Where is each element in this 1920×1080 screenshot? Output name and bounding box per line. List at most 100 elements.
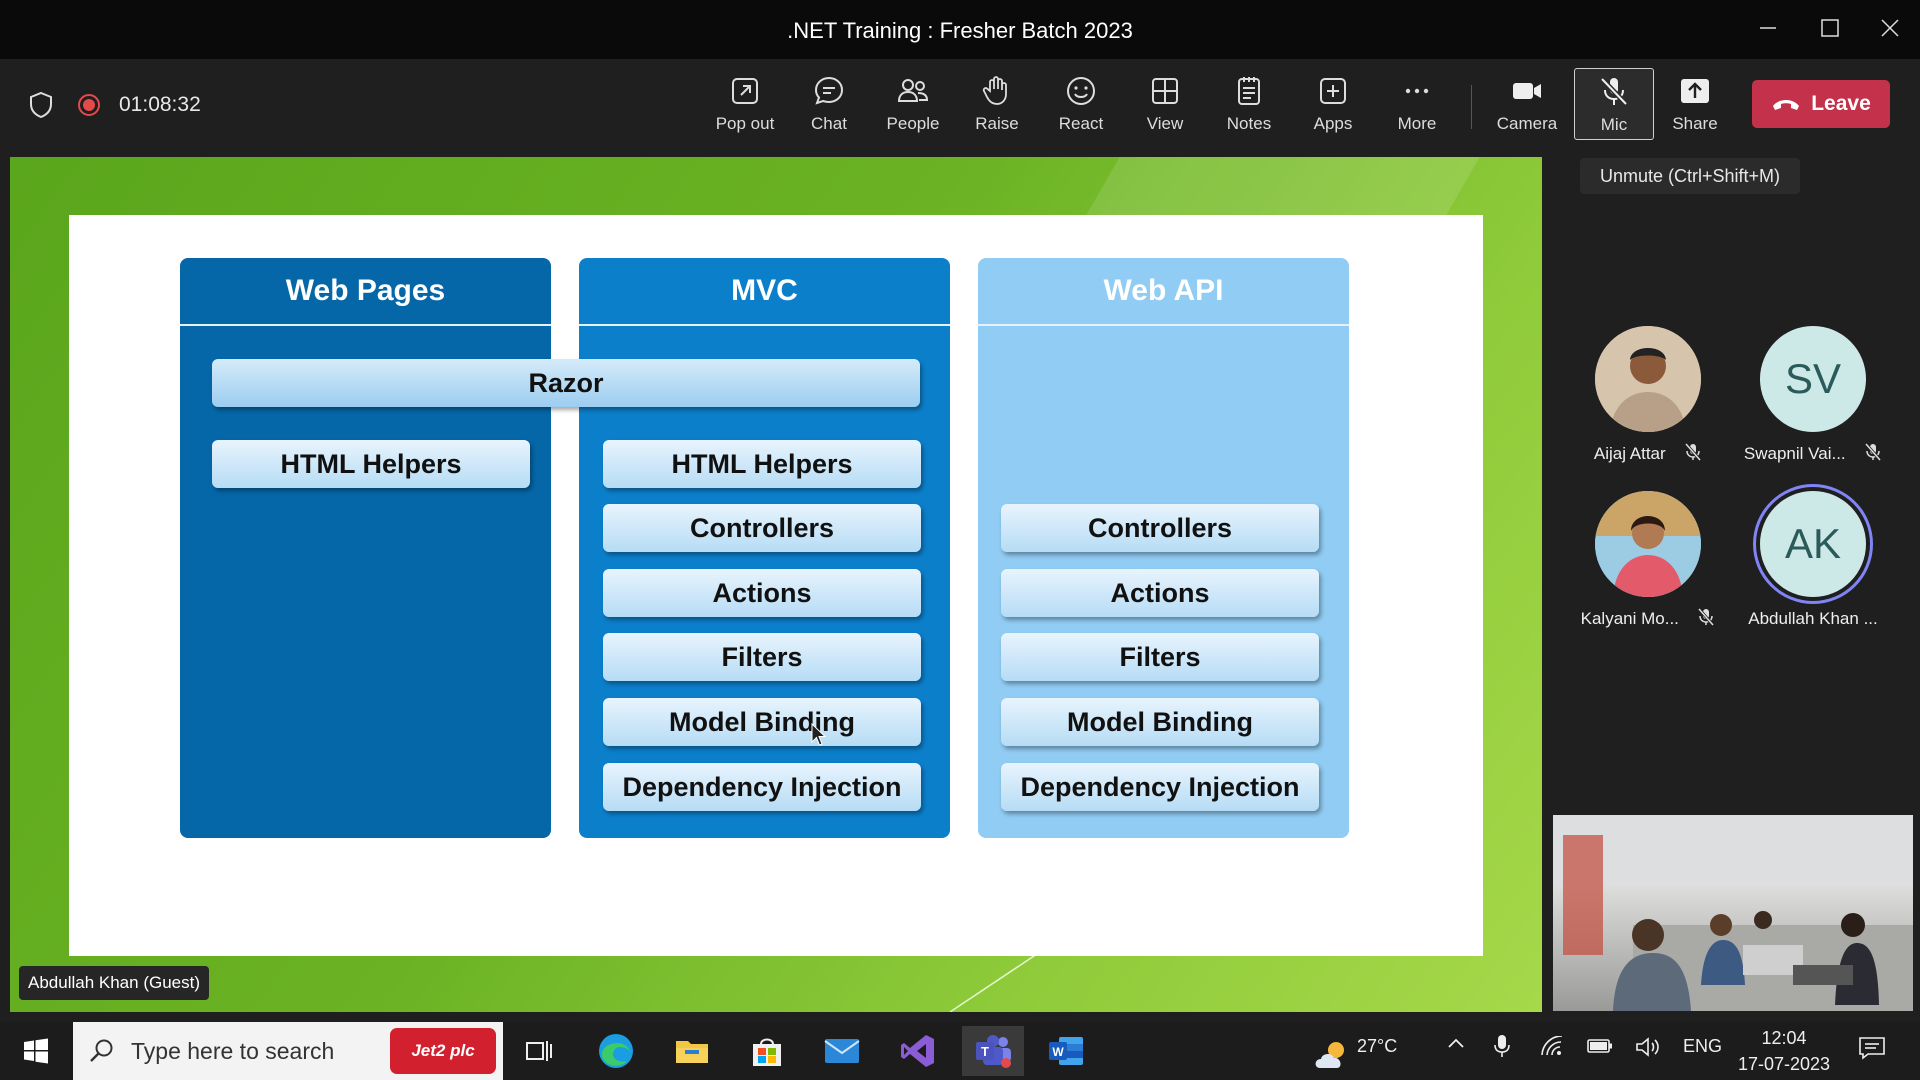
pill-dependency-injection-webapi: Dependency Injection	[1001, 763, 1319, 811]
share-button[interactable]: Share	[1655, 68, 1735, 140]
people-label: People	[886, 114, 940, 133]
mic-off-icon	[1697, 608, 1715, 631]
column-web-pages: Web Pages HTML Helpers	[180, 258, 551, 838]
view-label: View	[1146, 114, 1184, 133]
taskbar-clock[interactable]: 12:04 17-07-2023	[1730, 1025, 1838, 1077]
shared-screen: Web Pages HTML Helpers MVC HTML Helpers …	[10, 157, 1542, 1012]
search-placeholder: Type here to search	[131, 1037, 335, 1064]
raise-hand-button[interactable]: Raise	[957, 68, 1037, 140]
leave-label: Leave	[1811, 92, 1871, 115]
svg-text:T: T	[981, 1044, 989, 1059]
column-title-web-pages: Web Pages	[180, 258, 551, 326]
people-button[interactable]: People	[873, 68, 953, 140]
leave-button[interactable]: Leave	[1752, 80, 1890, 128]
meeting-timer: 01:08:32	[119, 93, 201, 116]
self-video-preview	[1553, 815, 1913, 1011]
share-label: Share	[1672, 114, 1718, 133]
jet2-news-badge[interactable]: Jet2 plc	[390, 1028, 496, 1074]
weather-temperature[interactable]: 27°C	[1357, 1036, 1398, 1056]
battery-icon[interactable]	[1587, 1038, 1613, 1059]
chat-icon	[814, 76, 844, 105]
show-hidden-icons-chevron-icon[interactable]	[1446, 1034, 1466, 1059]
pill-model-binding-mvc: Model Binding	[603, 698, 921, 746]
more-icon	[1405, 88, 1429, 94]
column-title-mvc: MVC	[579, 258, 950, 326]
react-label: React	[1058, 114, 1104, 133]
avatar	[1595, 326, 1701, 432]
windows-start-icon[interactable]	[10, 1026, 62, 1076]
microphone-tray-icon[interactable]	[1494, 1034, 1510, 1063]
file-explorer-icon[interactable]	[666, 1026, 718, 1076]
task-view-icon[interactable]	[513, 1026, 565, 1076]
minimize-icon[interactable]	[1748, 12, 1788, 44]
avatar-initials: AK	[1784, 520, 1842, 567]
participant-tile[interactable]: AK Abdullah Khan ...	[1733, 491, 1893, 629]
mic-label: Mic	[1600, 115, 1628, 134]
participant-tile[interactable]: Kalyani Mo...	[1568, 491, 1728, 631]
slide-decoration-line	[950, 952, 1041, 1012]
participant-name: Abdullah Khan ...	[1748, 609, 1878, 628]
pill-filters-mvc: Filters	[603, 633, 921, 681]
edge-browser-icon[interactable]	[590, 1026, 642, 1076]
hangup-icon	[1773, 100, 1800, 110]
mic-tooltip: Unmute (Ctrl+Shift+M)	[1580, 158, 1800, 194]
notifications-icon[interactable]	[1858, 1036, 1886, 1065]
column-web-api: Web API Controllers Actions Filters Mode…	[978, 258, 1349, 838]
close-icon[interactable]	[1870, 12, 1910, 44]
grid-view-icon	[1152, 78, 1178, 104]
teams-icon[interactable]: T	[962, 1026, 1024, 1076]
word-icon[interactable]: W	[1040, 1026, 1092, 1076]
pill-html-helpers-mvc: HTML Helpers	[603, 440, 921, 488]
visual-studio-icon[interactable]	[892, 1026, 944, 1076]
window-title: .NET Training : Fresher Batch 2023	[787, 18, 1133, 43]
mail-icon[interactable]	[816, 1026, 868, 1076]
avatar: AK	[1760, 491, 1866, 597]
chat-button[interactable]: Chat	[789, 68, 869, 140]
pill-razor: Razor	[212, 359, 920, 407]
notes-label: Notes	[1226, 114, 1272, 133]
svg-text:W: W	[1052, 1045, 1064, 1059]
avatar-initials: SV	[1784, 355, 1842, 402]
title-bar: .NET Training : Fresher Batch 2023	[0, 0, 1920, 59]
participant-name: Aijaj Attar	[1593, 444, 1666, 463]
apps-button[interactable]: Apps	[1293, 68, 1373, 140]
presenter-name-tag: Abdullah Khan (Guest)	[19, 966, 209, 1000]
react-button[interactable]: React	[1041, 68, 1121, 140]
participant-tile[interactable]: Aijaj Attar	[1568, 326, 1728, 466]
participant-tile[interactable]: SV Swapnil Vai...	[1733, 326, 1893, 466]
mic-off-icon	[1684, 443, 1702, 466]
weather-cloud-icon[interactable]	[1306, 1030, 1358, 1080]
taskbar-search-box[interactable]: Type here to search Jet2 plc	[73, 1022, 503, 1080]
slide: Web Pages HTML Helpers MVC HTML Helpers …	[69, 215, 1483, 956]
volume-icon[interactable]	[1635, 1036, 1661, 1063]
pill-controllers-mvc: Controllers	[603, 504, 921, 552]
toolbar-divider	[1471, 85, 1472, 129]
avatar: SV	[1760, 326, 1866, 432]
mic-button[interactable]: Mic	[1574, 68, 1654, 140]
notes-button[interactable]: Notes	[1209, 68, 1289, 140]
notes-icon	[1238, 77, 1260, 105]
language-indicator[interactable]: ENG	[1683, 1036, 1723, 1056]
column-title-web-api: Web API	[978, 258, 1349, 326]
pill-controllers-webapi: Controllers	[1001, 504, 1319, 552]
pill-actions-webapi: Actions	[1001, 569, 1319, 617]
popout-label: Pop out	[715, 114, 775, 133]
shield-icon[interactable]	[28, 91, 54, 124]
camera-button[interactable]: Camera	[1487, 68, 1567, 140]
wifi-icon[interactable]	[1540, 1035, 1564, 1061]
raise-hand-icon	[982, 76, 1007, 105]
more-button[interactable]: More	[1377, 68, 1457, 140]
participant-name: Kalyani Mo...	[1580, 609, 1679, 628]
chat-label: Chat	[811, 114, 847, 133]
camera-label: Camera	[1496, 114, 1558, 133]
popout-button[interactable]: Pop out	[705, 68, 785, 140]
raise-label: Raise	[975, 114, 1019, 133]
people-icon	[897, 79, 929, 102]
avatar	[1595, 491, 1701, 597]
maximize-icon[interactable]	[1810, 12, 1850, 44]
add-app-icon	[1320, 78, 1346, 104]
microsoft-store-icon[interactable]	[741, 1026, 793, 1076]
view-button[interactable]: View	[1125, 68, 1205, 140]
smiley-icon	[1067, 77, 1095, 105]
mouse-cursor-icon	[811, 723, 827, 746]
